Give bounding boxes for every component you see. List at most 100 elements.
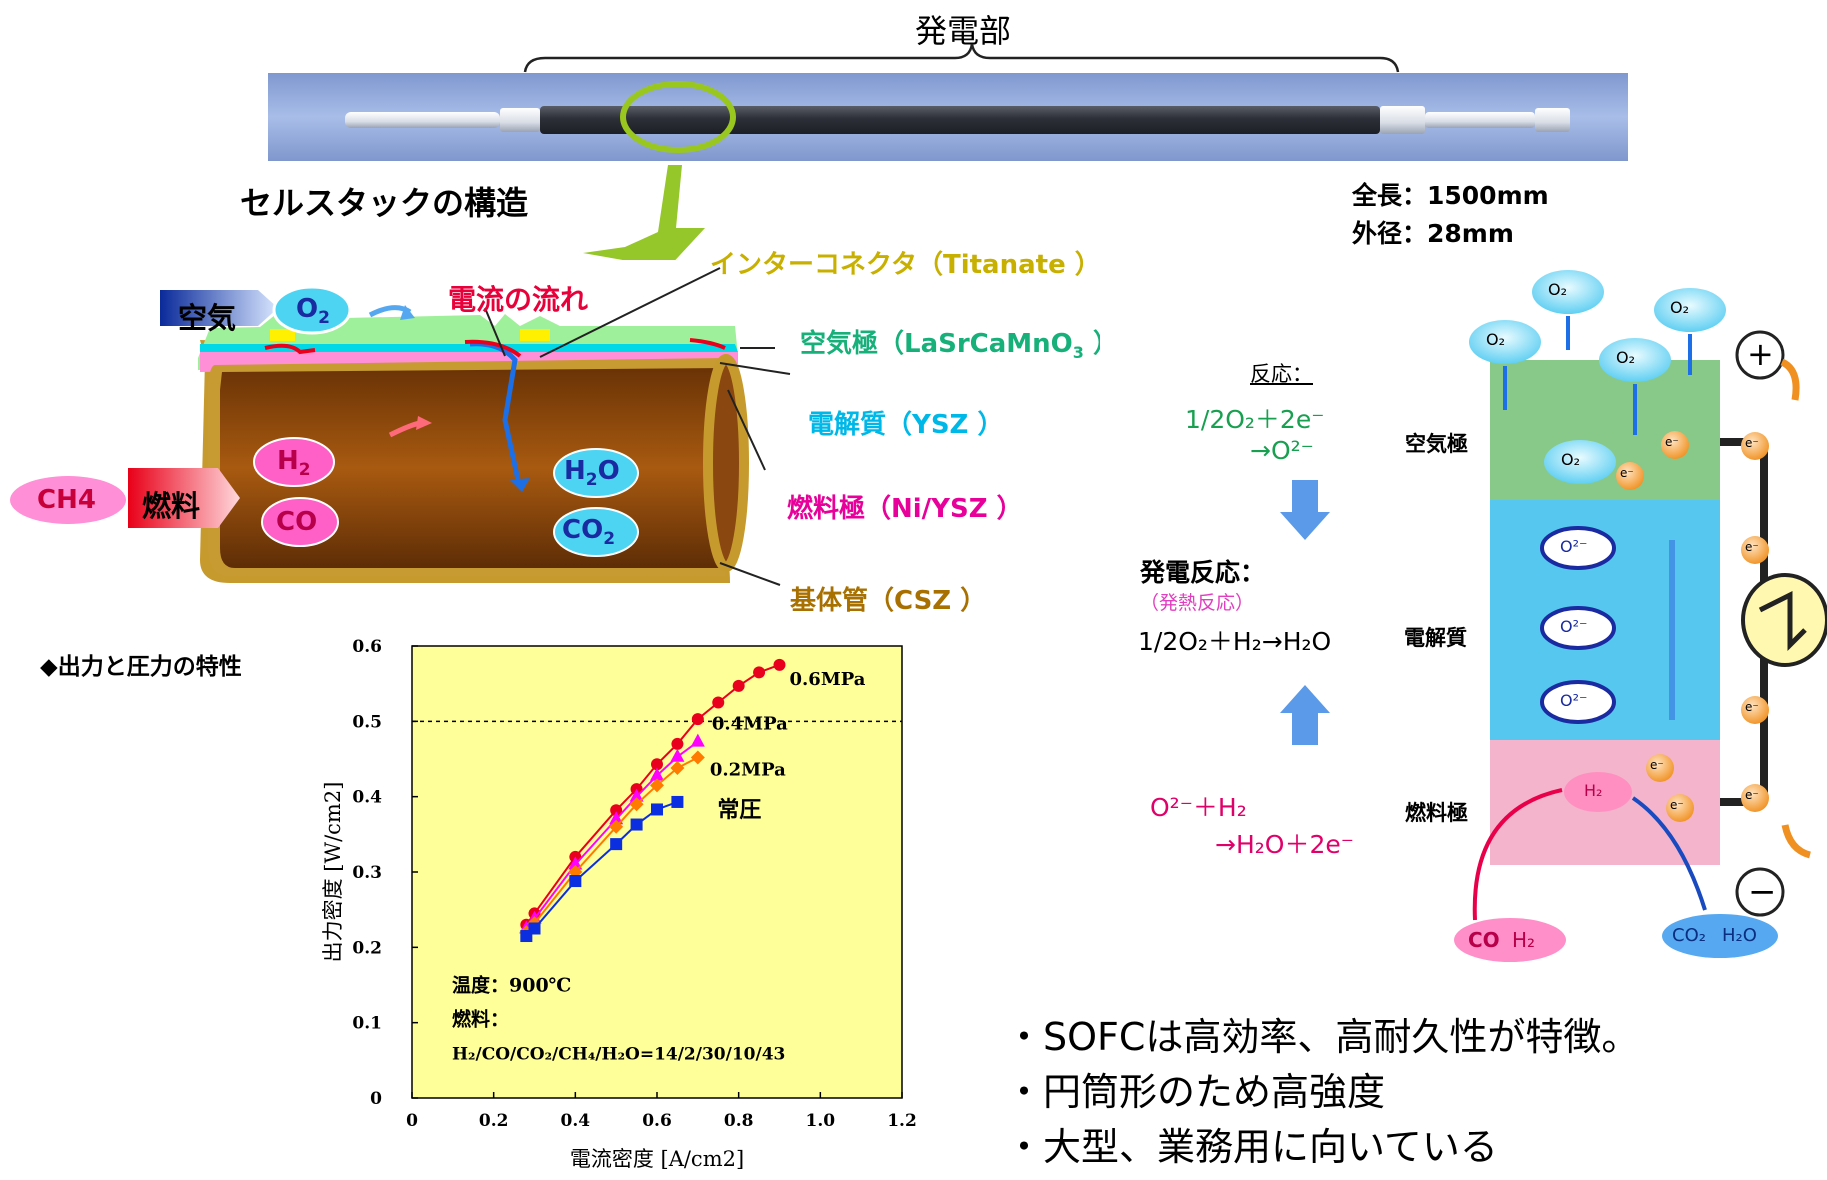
- data-point: [732, 679, 745, 692]
- plus-sign: +: [1747, 335, 1774, 373]
- air-inlet-arrow: [160, 290, 278, 326]
- section-brace: [523, 43, 1400, 73]
- reaction-title: 反応：: [1250, 362, 1313, 386]
- x-tick-label: 0.4: [561, 1111, 591, 1131]
- h2o-out-text: H₂O: [1722, 925, 1757, 946]
- interconnect-strip: [270, 329, 295, 341]
- data-point: [773, 658, 786, 671]
- ch4-label: CH4: [37, 485, 96, 515]
- annotation-temperature: 温度：900℃: [452, 973, 571, 996]
- exothermic-label: （発熱反応）: [1140, 592, 1255, 614]
- cell-stack-title: セルスタックの構造: [240, 184, 529, 222]
- fuel-electrode-label: 燃料極（Ni/YSZ ）: [787, 494, 1023, 524]
- y-tick-label: 0.3: [352, 863, 382, 883]
- h2-anode-text: H₂: [1584, 781, 1603, 800]
- plus-terminal: [1735, 330, 1785, 380]
- spec-diameter: 外径：28mm: [1352, 219, 1514, 248]
- fuel-inlet-arrow: [128, 468, 240, 528]
- air-electrode-label: 空気極（LaSrCaMnO3 ）: [800, 329, 1119, 363]
- tube-photo-area: [268, 43, 1628, 260]
- overall-eq: 1/2O₂＋H₂→H₂O: [1138, 627, 1332, 656]
- zoom-arrow: [583, 165, 705, 260]
- x-tick-label: 0: [406, 1111, 418, 1131]
- data-point: [671, 795, 684, 808]
- y-tick-label: 0.6: [352, 637, 382, 657]
- annotation-composition: H₂/CO/CO₂/CH₄/H₂O=14/2/30/10/43: [452, 1044, 785, 1064]
- y-tick-label: 0.4: [352, 788, 382, 808]
- co2-label: CO2: [562, 515, 616, 550]
- air-electrode-band: [1490, 360, 1720, 500]
- data-point: [650, 767, 664, 781]
- current-arrow: [264, 343, 316, 355]
- fuel-electrode-side-label: 燃料極: [1405, 801, 1468, 825]
- co2-h2o-output: [1662, 914, 1778, 958]
- data-point: [712, 696, 725, 709]
- interconnect-label: インターコネクタ（Titanate ）: [710, 250, 1101, 280]
- h2o-bubble: [553, 448, 639, 498]
- o2-bubble: [272, 285, 352, 335]
- bullet-2: ・円筒形のため高強度: [1005, 1070, 1386, 1114]
- highlight-circle: [620, 81, 736, 153]
- co-h2-input: [1454, 918, 1566, 962]
- data-point: [610, 804, 623, 817]
- reaction-diagram: [1100, 250, 1827, 990]
- series-label: 0.6MPa: [790, 669, 866, 690]
- air-electrode-side-label: 空気極: [1405, 432, 1468, 456]
- anode-eq-1: O²⁻＋H₂: [1150, 793, 1247, 822]
- air-label: 空気: [178, 301, 237, 335]
- bullet-3: ・大型、業務用に向いている: [1005, 1125, 1498, 1169]
- data-point: [671, 737, 684, 750]
- co2-bubble: [553, 507, 639, 557]
- x-axis-label: 電流密度 [A/cm2]: [570, 1147, 744, 1171]
- y-tick-label: 0: [370, 1089, 382, 1109]
- cathode-eq-2: →O²⁻: [1250, 436, 1314, 465]
- ch4-bubble: [10, 476, 126, 524]
- annotation-fuel: 燃料：: [452, 1007, 509, 1030]
- o2-bubble-1: [1532, 270, 1604, 314]
- minus-sign: −: [1748, 872, 1777, 912]
- feature-bullets: ・SOFCは高効率、高耐久性が特徴。 ・円筒形のため高強度 ・大型、業務用に向い…: [1005, 1010, 1639, 1175]
- series-label: 常圧: [717, 797, 761, 823]
- o2-ion-1: [1540, 526, 1616, 570]
- co-in-text: CO: [1468, 928, 1500, 952]
- data-point: [670, 748, 685, 762]
- electrolyte-label: 電解質（YSZ ）: [808, 410, 1004, 440]
- y-tick-label: 0.1: [352, 1014, 382, 1034]
- electrolyte-side-label: 電解質: [1404, 626, 1467, 650]
- data-point: [569, 875, 582, 888]
- chart-section-title: ◆出力と圧力の特性: [40, 654, 242, 680]
- spec-length: 全長：1500mm: [1352, 181, 1549, 210]
- x-tick-label: 1.2: [887, 1111, 917, 1131]
- data-point: [629, 788, 644, 802]
- series-label: 0.2MPa: [710, 759, 786, 780]
- y-axis-label: 出力密度 [W/cm2]: [321, 782, 345, 963]
- h2-label: H2: [277, 446, 311, 481]
- co-label: CO: [276, 507, 318, 537]
- data-point: [753, 666, 766, 679]
- data-point: [630, 818, 643, 831]
- o2-label: O2: [296, 294, 330, 329]
- x-tick-label: 0.8: [724, 1111, 754, 1131]
- data-point: [568, 856, 583, 870]
- data-point: [690, 733, 705, 747]
- co2-out-text: CO₂: [1672, 925, 1706, 946]
- generation-title: 発電反応：: [1140, 558, 1266, 587]
- cell-structure-diagram: [10, 267, 791, 586]
- x-tick-label: 0.6: [642, 1111, 672, 1131]
- minus-terminal: [1735, 867, 1785, 917]
- data-point: [650, 778, 664, 793]
- electron-label: e⁻: [1665, 435, 1679, 449]
- data-point: [609, 811, 624, 825]
- data-point: [629, 797, 644, 812]
- x-tick-label: 1.0: [806, 1111, 836, 1131]
- h2o-label: H2O: [564, 456, 620, 491]
- x-tick-label: 0.2: [479, 1111, 509, 1131]
- h2-bubble-anode: [1564, 772, 1632, 812]
- o2-ion-text: O²⁻: [1560, 537, 1588, 556]
- data-point: [690, 750, 705, 765]
- anode-eq-2: →H₂O＋2e⁻: [1215, 830, 1354, 859]
- y-tick-label: 0.2: [352, 938, 382, 958]
- data-point: [528, 922, 541, 935]
